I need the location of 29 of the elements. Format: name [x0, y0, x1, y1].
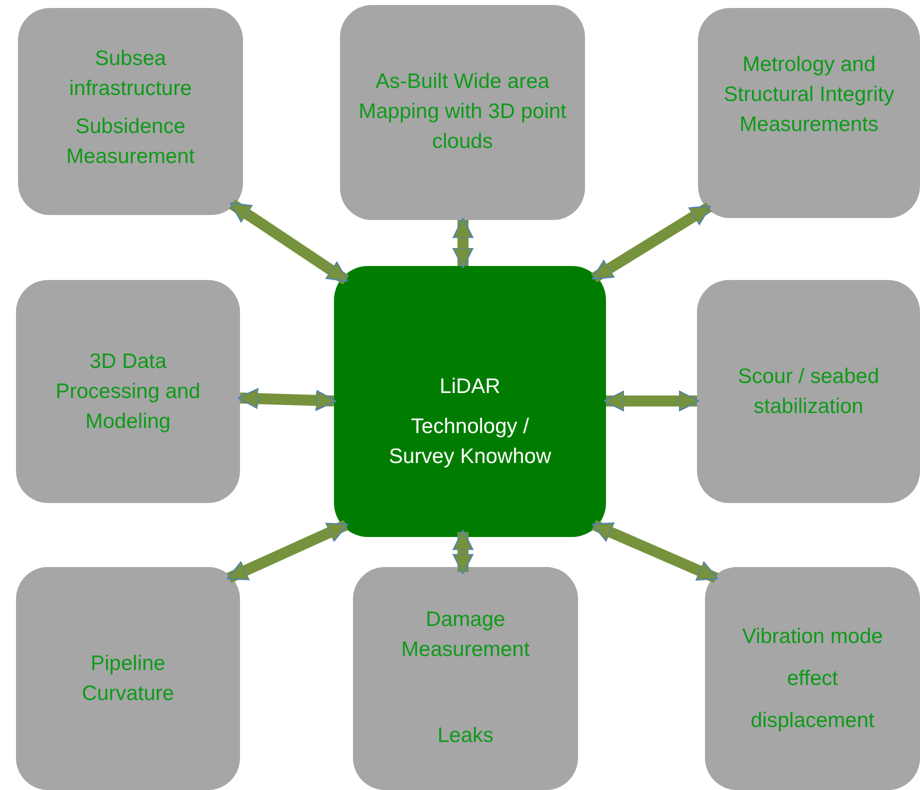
topic-box — [698, 8, 920, 218]
box-text: Subsidence Measurement — [65, 114, 196, 170]
central-box — [334, 266, 606, 537]
double-arrow — [226, 520, 348, 584]
double-arrow — [591, 202, 712, 283]
box-text: As-Built Wide area Mapping with 3D point clouds — [358, 69, 568, 155]
topic-box — [340, 5, 585, 220]
box-text: Scour / seabed stabilization — [736, 364, 880, 420]
topic-box — [697, 280, 920, 503]
topic-box — [16, 567, 240, 790]
double-arrow — [452, 217, 474, 269]
topic-box — [18, 8, 243, 215]
box-text: Damage Measurement — [400, 607, 531, 663]
box-text: Vibration mode effect displacement — [741, 624, 884, 734]
double-arrow — [603, 390, 700, 412]
box-text: 3D Data Processing and Modeling — [54, 348, 202, 434]
box-text: Leaks — [437, 723, 494, 749]
topic-box — [16, 280, 240, 503]
box-text: LiDAR — [440, 374, 500, 400]
double-arrow — [452, 529, 474, 575]
box-text: Pipeline Curvature — [80, 650, 176, 706]
box-text: Metrology and Structural Integrity Measurements — [722, 52, 896, 138]
box-text: Subsea infrastructure — [68, 46, 193, 102]
double-arrow — [237, 388, 337, 412]
box-text: Technology / Survey Knowhow — [388, 414, 552, 470]
topic-box — [705, 567, 920, 790]
double-arrow — [592, 520, 718, 584]
double-arrow — [228, 199, 350, 285]
topic-box — [353, 567, 578, 790]
